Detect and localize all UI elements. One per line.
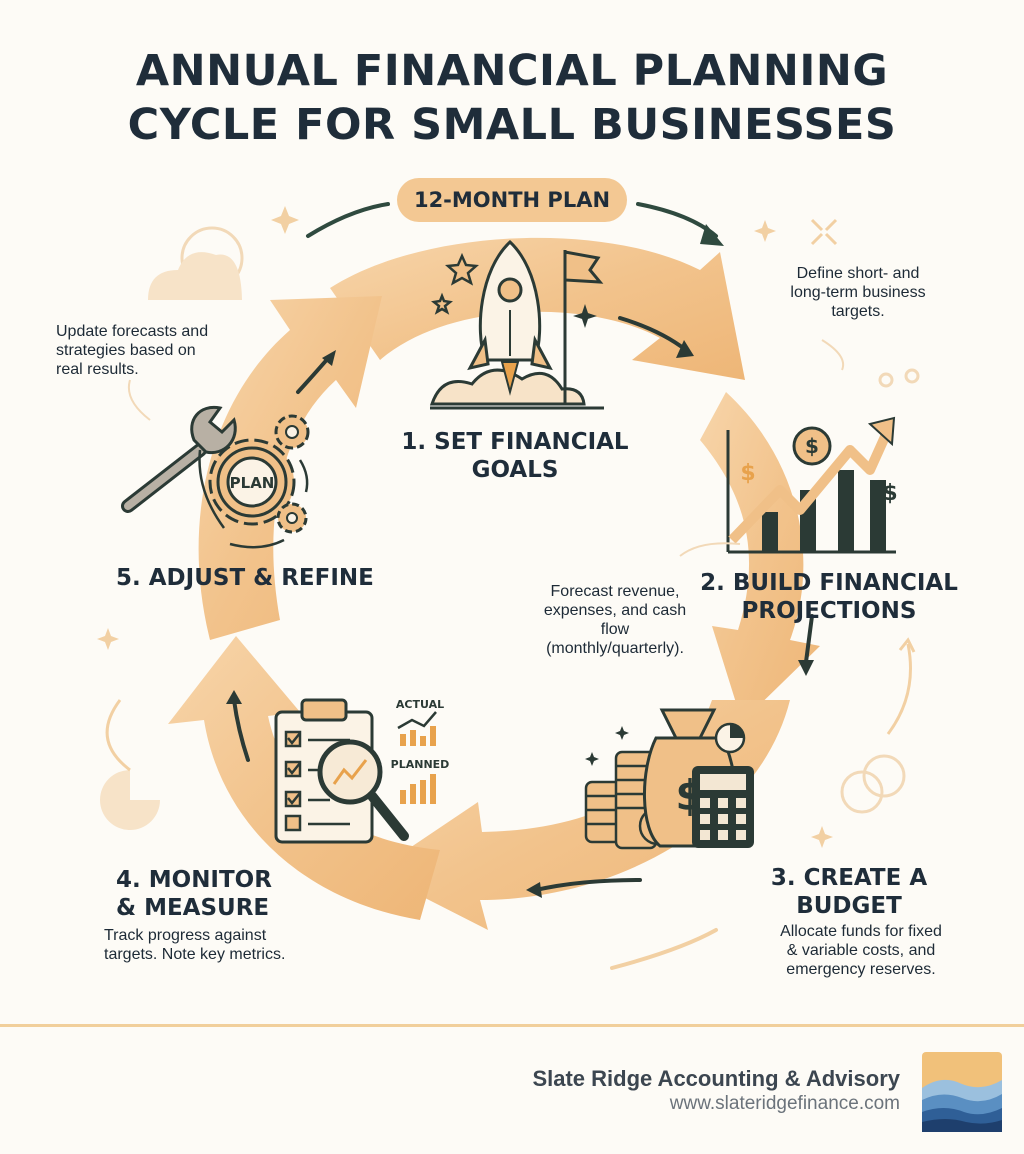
- desc-line: Track progress against: [104, 927, 267, 944]
- gear-icon: PLAN: [198, 414, 310, 549]
- desc-line: real results.: [56, 361, 139, 378]
- desc-line: emergency reserves.: [786, 961, 936, 978]
- title-line-2: CYCLE FOR SMALL BUSINESSES: [127, 100, 897, 150]
- step-3-label-line-2: BUDGET: [796, 893, 902, 919]
- step-1-label-line-2: GOALS: [471, 457, 559, 483]
- wrench-icon: [121, 405, 237, 513]
- dot-decoration: [878, 372, 894, 388]
- sparkle-icon: [754, 220, 776, 242]
- desc-line: flow: [600, 621, 630, 638]
- magnifier-icon: [317, 739, 409, 841]
- desc-line: & variable costs, and: [786, 942, 936, 959]
- chart-label-planned: PLANNED: [391, 758, 450, 771]
- pie-chart-icon: [100, 770, 160, 830]
- dot-decoration: [904, 368, 920, 384]
- footer-brand: Slate Ridge Accounting & Advisory www.sl…: [532, 1066, 900, 1116]
- inner-arrowheads: [226, 340, 814, 898]
- desc-line: expenses, and cash: [543, 602, 687, 619]
- desc-line: (monthly/quarterly).: [546, 640, 684, 657]
- dollar-coin-icon: [792, 426, 832, 466]
- ring-segment-5: [198, 296, 382, 640]
- rocket-icon: [429, 239, 586, 406]
- company-logo: [922, 1052, 1002, 1132]
- step-4-label-line-1: 4. MONITOR: [116, 867, 272, 893]
- sparkle-icon: [615, 726, 629, 740]
- dollar-sign: $: [740, 461, 755, 486]
- step-1-label: 1. SET FINANCIAL GOALS: [390, 428, 640, 484]
- pie-chart-icon: [714, 722, 746, 754]
- step-2-label: 2. BUILD FINANCIAL PROJECTIONS: [694, 569, 964, 625]
- calculator-icon: [692, 766, 754, 848]
- desc-line: long-term business: [790, 284, 926, 301]
- desc-line: Define short- and: [796, 265, 920, 282]
- ring-segment-2: [700, 392, 820, 722]
- dollar-sign: $: [882, 481, 897, 506]
- page-title: ANNUAL FINANCIAL PLANNING CYCLE FOR SMAL…: [0, 44, 1024, 152]
- desc-line: strategies based on: [56, 342, 196, 359]
- step-4-label-line-2: & MEASURE: [116, 895, 270, 921]
- cloud-icon: [148, 252, 242, 300]
- company-name: Slate Ridge Accounting & Advisory: [532, 1066, 900, 1091]
- step-5-description: Update forecasts and strategies based on…: [56, 322, 256, 379]
- growth-chart-icon: $ $ $: [726, 416, 898, 554]
- step-5-label-line-1: 5. ADJUST & REFINE: [116, 565, 374, 591]
- step-2-label-line-2: PROJECTIONS: [741, 598, 917, 624]
- bar-chart-icon: ACTUAL PLANNED: [391, 698, 450, 804]
- company-url: www.slateridgefinance.com: [669, 1093, 900, 1114]
- arrowhead-icon: [700, 224, 724, 246]
- step-3-label: 3. CREATE A BUDGET: [744, 864, 954, 920]
- star-icon: [431, 252, 597, 328]
- desc-line: targets.: [831, 303, 885, 320]
- step-1-description: Define short- and long-term business tar…: [766, 264, 950, 321]
- title-line-1: ANNUAL FINANCIAL PLANNING: [135, 46, 889, 96]
- step-4-description: Track progress against targets. Note key…: [104, 926, 324, 964]
- chart-label-actual: ACTUAL: [396, 698, 444, 711]
- inner-arrows: [232, 316, 814, 970]
- step-4-label: 4. MONITOR & MEASURE: [116, 866, 276, 922]
- flag-icon: [430, 250, 604, 410]
- footer-divider: [0, 1024, 1024, 1027]
- step-3-description: Allocate funds for fixed & variable cost…: [756, 922, 966, 979]
- step-1-label-line-1: 1. SET FINANCIAL: [401, 429, 629, 455]
- desc-line: Update forecasts and: [56, 323, 209, 340]
- desc-line: Forecast revenue,: [550, 583, 680, 600]
- cycle-arrow-left: [306, 202, 390, 238]
- step-2-label-line-1: 2. BUILD FINANCIAL: [700, 570, 958, 596]
- step-2-description: Forecast revenue, expenses, and cash flo…: [520, 582, 710, 658]
- step-3-label-line-1: 3. CREATE A: [770, 865, 928, 891]
- coin-decoration: [840, 770, 884, 814]
- sparkle-icon: [271, 206, 299, 234]
- step-5-label: 5. ADJUST & REFINE: [116, 564, 386, 592]
- center-badge: 12-MONTH PLAN: [397, 178, 627, 222]
- desc-line: Allocate funds for fixed: [780, 923, 942, 940]
- desc-line: targets. Note key metrics.: [104, 946, 286, 963]
- dollar-sign: $: [805, 434, 819, 458]
- gear-label: PLAN: [230, 474, 275, 492]
- decorations: [97, 206, 920, 848]
